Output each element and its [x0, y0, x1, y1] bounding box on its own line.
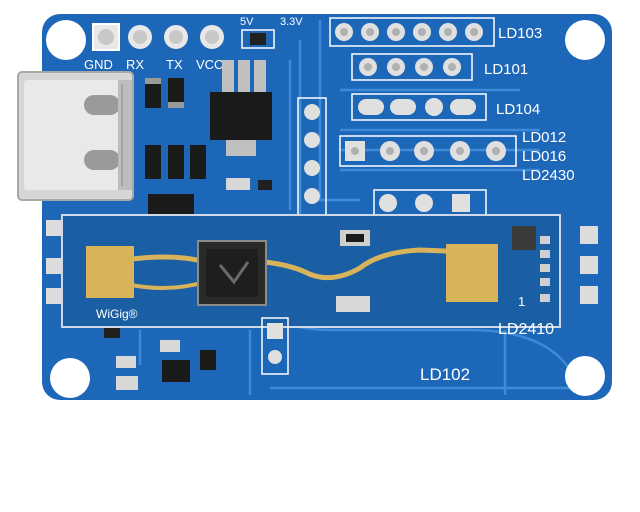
passive-components [145, 78, 272, 190]
label-ld102: LD102 [420, 365, 470, 384]
radar-module [61, 214, 561, 328]
mounting-hole-icon [50, 358, 90, 398]
mounting-hole-icon [565, 20, 605, 60]
label-ld2430: LD2430 [522, 167, 575, 184]
ld103-header [329, 17, 495, 47]
ld104-header [351, 93, 487, 121]
voltage-regulator [210, 60, 272, 156]
right-pads [580, 226, 598, 304]
lower-components [104, 328, 216, 390]
mounting-holes [46, 20, 605, 398]
usb-c-connector-icon [17, 71, 134, 201]
label-ld104: LD104 [496, 101, 540, 118]
mounting-hole-icon [46, 20, 86, 60]
label-ld016: LD016 [522, 148, 566, 165]
patch-antenna-icon [446, 244, 498, 302]
label-3v3: 3.3V [280, 16, 303, 28]
label-wigig: WiGig® [96, 307, 138, 321]
ld012-header [339, 135, 517, 167]
pcb-traces [138, 20, 582, 395]
label-5v: 5V [240, 16, 254, 28]
pin-label-rx: RX [126, 57, 144, 72]
label-pin-one: 1 [518, 294, 525, 309]
ld102-pins [261, 317, 289, 375]
label-ld103: LD103 [498, 25, 542, 42]
ld101-header [351, 53, 473, 81]
pin-label-vcc: VCC [196, 57, 223, 72]
spare-pads [373, 189, 487, 217]
left-pads [46, 220, 64, 304]
label-ld012: LD012 [522, 129, 566, 146]
label-ld2410: LD2410 [498, 321, 554, 338]
mounting-hole-icon [565, 356, 605, 396]
label-ld101: LD101 [484, 61, 528, 78]
pin-label-gnd: GND [84, 57, 113, 72]
uart-header [92, 23, 224, 51]
patch-antenna-icon [86, 246, 134, 298]
pin-label-tx: TX [166, 57, 183, 72]
